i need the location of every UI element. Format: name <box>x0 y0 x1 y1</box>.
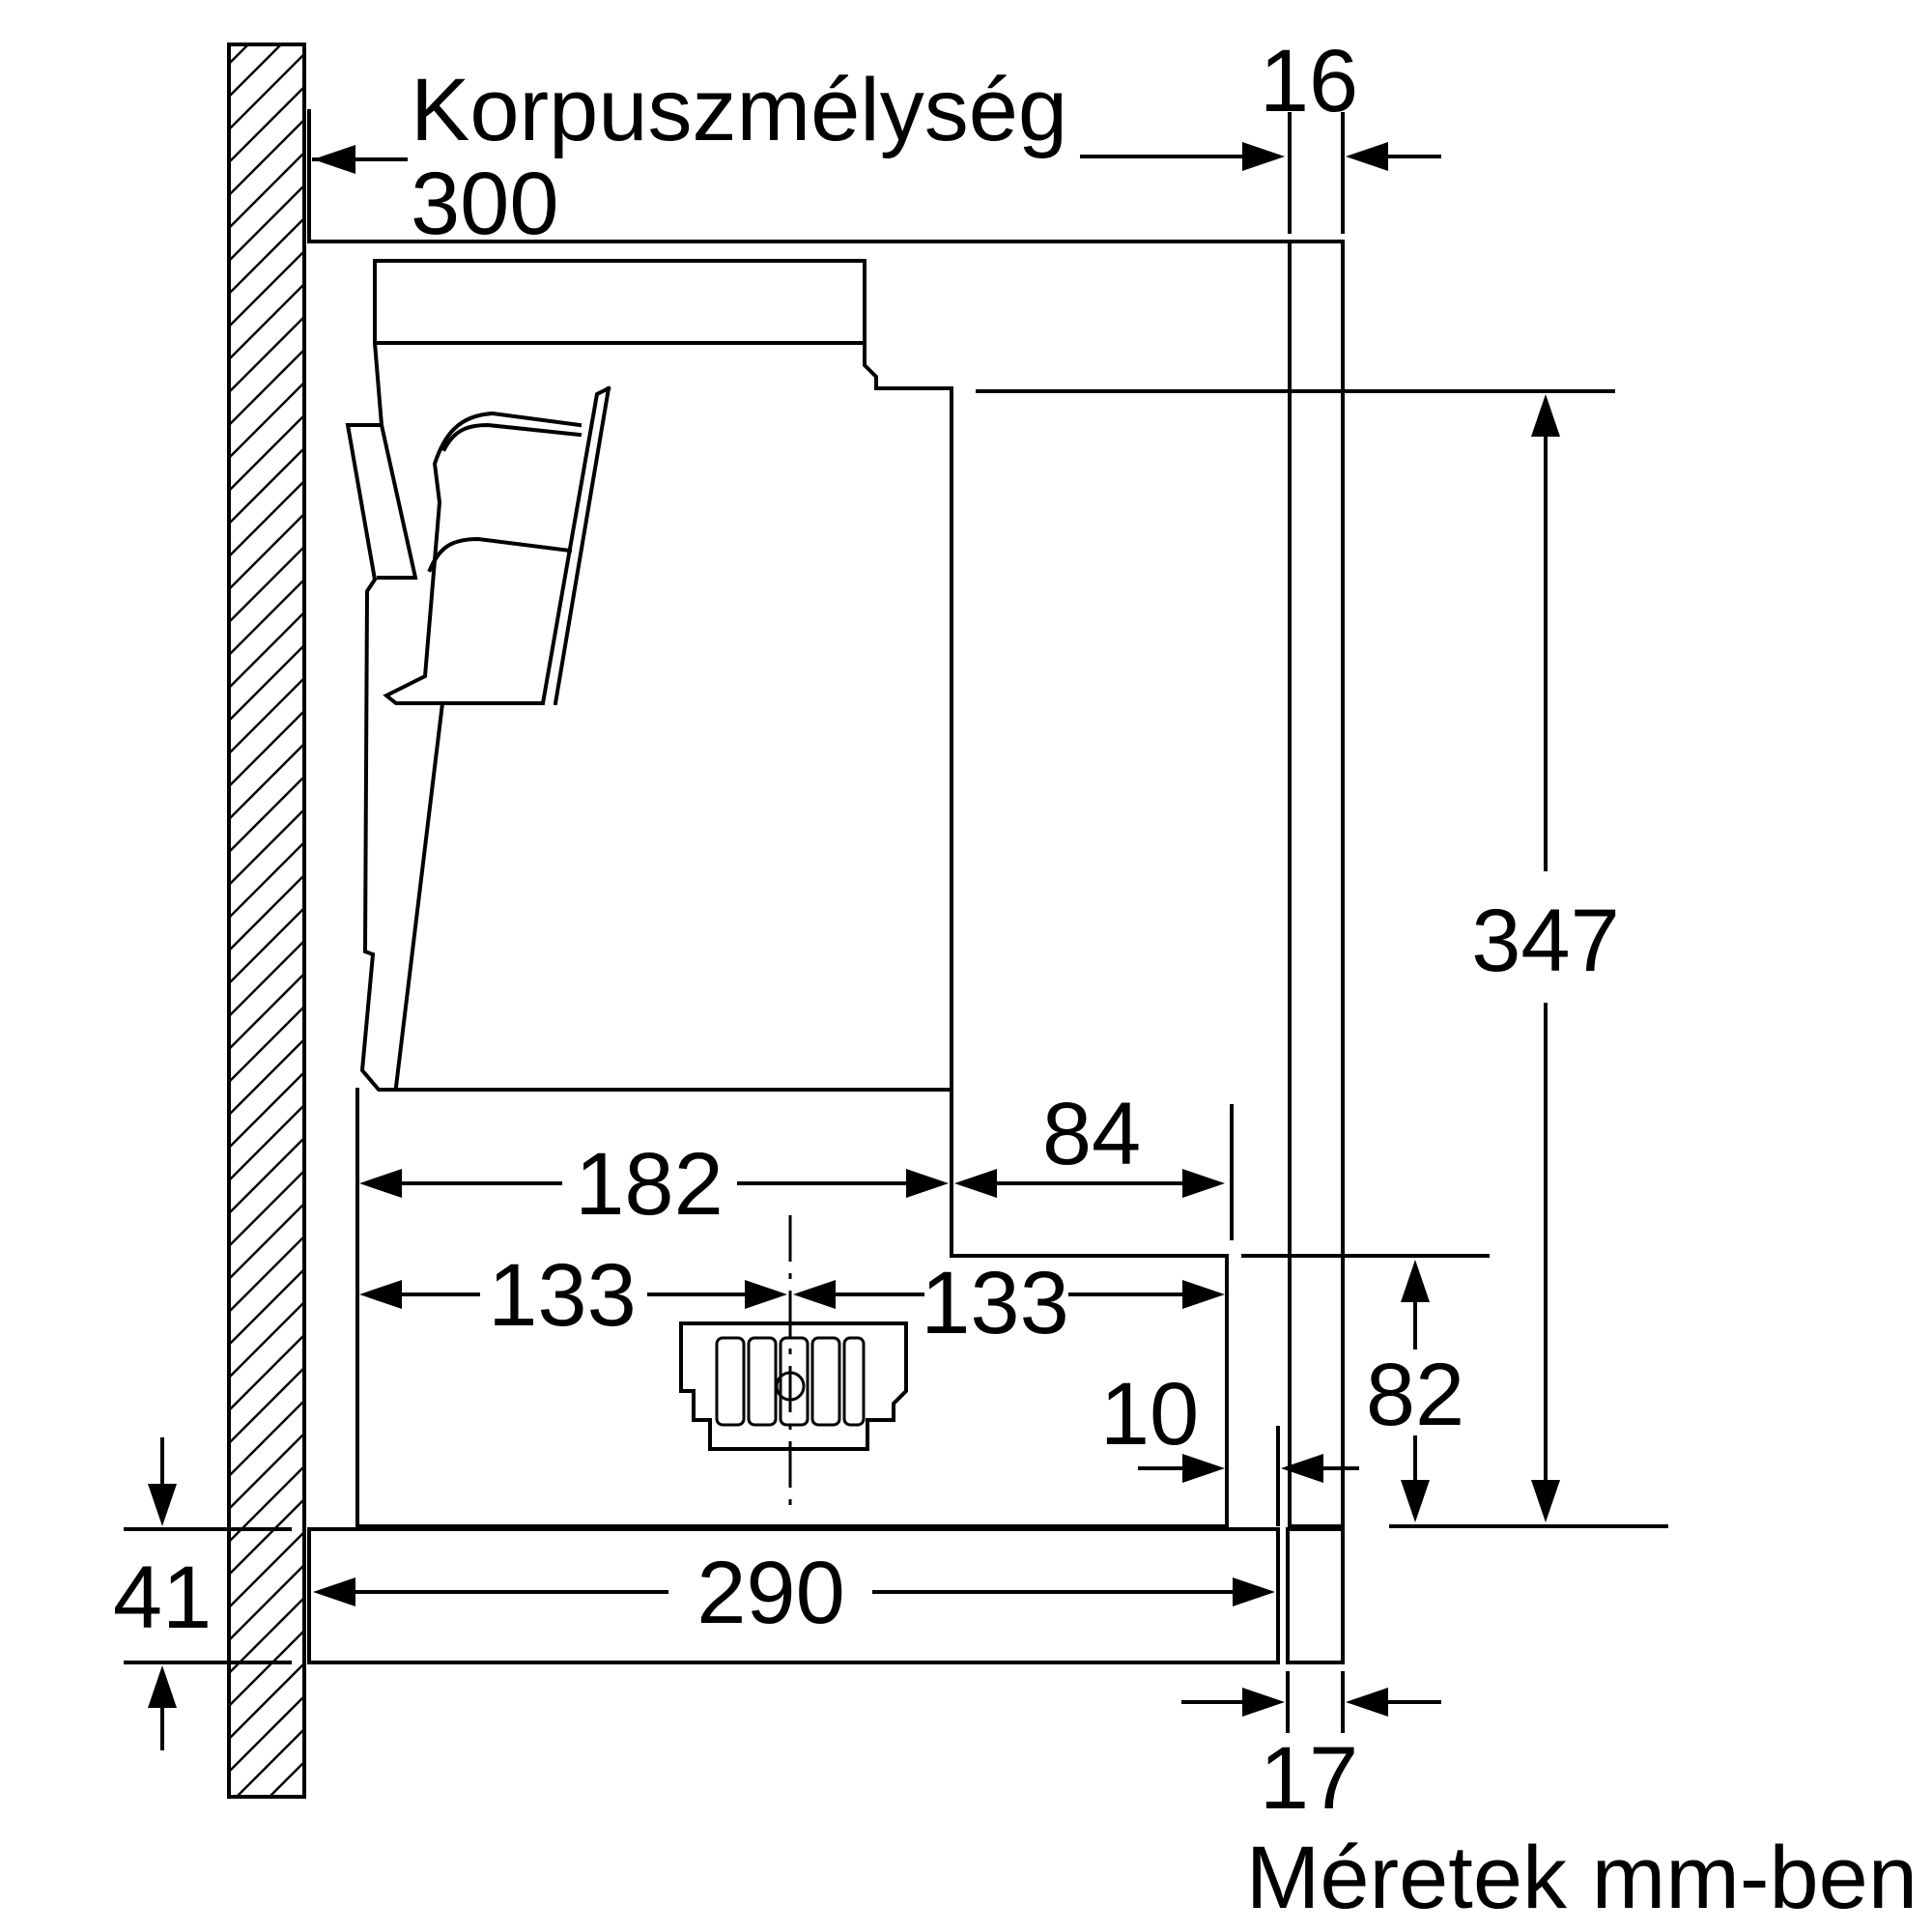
hatch-line <box>229 1268 304 1346</box>
hatch-line <box>229 1367 304 1444</box>
label-base-depth: 290 <box>696 1544 845 1642</box>
dimension-arrows <box>148 142 1560 1717</box>
hatch-line <box>229 579 304 656</box>
label-height-total: 347 <box>1471 892 1620 990</box>
hatch-line <box>229 1531 304 1608</box>
label-step-height: 82 <box>1366 1346 1464 1444</box>
hatch-line <box>229 1006 304 1083</box>
hatch-line <box>229 546 304 623</box>
hatch-line <box>229 53 304 130</box>
hatch-line <box>229 349 304 426</box>
hatch-line <box>229 973 304 1050</box>
hatch-line <box>229 1662 304 1740</box>
hatch-line <box>229 1498 304 1576</box>
hatch-line <box>229 1400 304 1477</box>
hatch-line <box>229 1564 304 1641</box>
hatch-line <box>229 44 250 65</box>
hatch-line <box>229 1301 304 1378</box>
hatch-line <box>229 250 304 327</box>
hatch-line <box>229 1038 304 1116</box>
hood-body <box>124 109 1668 1733</box>
hatch-line <box>229 119 304 196</box>
hatch-line <box>229 152 304 229</box>
hatch-line <box>229 611 304 689</box>
hatch-line <box>229 874 304 952</box>
hatch-line <box>229 1630 304 1707</box>
label-cabinet-depth-value: 300 <box>411 155 559 253</box>
hatch-line <box>229 644 304 722</box>
hatch-line <box>229 1104 304 1181</box>
hatch-line <box>229 1071 304 1149</box>
hatch-line <box>229 217 304 295</box>
hatch-line <box>229 1334 304 1411</box>
hatch-line <box>229 1828 304 1903</box>
label-lower-right-width: 84 <box>1042 1085 1141 1183</box>
hatch-line <box>229 940 304 1017</box>
label-front-panel-bottom: 17 <box>1260 1729 1358 1828</box>
dimension-lines <box>160 155 1548 1750</box>
hatch-line <box>229 447 304 525</box>
hatch-line <box>268 1761 304 1797</box>
hatch-line <box>229 316 304 393</box>
exhaust-outlet <box>679 1215 908 1507</box>
hatch-line <box>229 743 304 820</box>
hatch-line <box>229 414 304 492</box>
hatch-line <box>229 513 304 590</box>
label-front-panel-top: 16 <box>1260 32 1358 130</box>
hatch-line <box>229 710 304 787</box>
label-left-to-outlet: 133 <box>488 1246 637 1345</box>
hatch-line <box>229 480 304 557</box>
hatch-line <box>229 86 304 163</box>
hatch-line <box>229 1433 304 1510</box>
wall-hatching <box>229 44 304 1903</box>
label-cabinet-depth: Korpuszmélység <box>411 61 1067 159</box>
hatch-line <box>229 1170 304 1247</box>
dimension-labels: Korpuszmélység 300 16 347 182 84 133 133… <box>113 32 1918 1927</box>
label-lower-left-width: 182 <box>575 1135 724 1234</box>
hatch-line <box>229 1203 304 1280</box>
hatch-line <box>229 185 304 262</box>
wall <box>227 43 306 1903</box>
hatch-line <box>229 382 304 459</box>
hatch-line <box>229 1137 304 1214</box>
hatch-line <box>229 677 304 754</box>
hatch-line <box>229 283 304 360</box>
label-base-height: 41 <box>113 1548 212 1647</box>
hatch-line <box>229 776 304 853</box>
label-outlet-to-right: 133 <box>921 1254 1069 1352</box>
label-units-note: Méretek mm-ben <box>1246 1829 1918 1927</box>
hatch-line <box>300 1794 304 1797</box>
hatch-line <box>229 907 304 984</box>
hatch-line <box>229 1695 304 1773</box>
label-front-gap: 10 <box>1100 1365 1199 1463</box>
hatch-line <box>229 44 283 98</box>
hatch-line <box>229 1236 304 1313</box>
hatch-line <box>235 1728 304 1797</box>
hatch-line <box>229 841 304 919</box>
hatch-line <box>229 809 304 886</box>
